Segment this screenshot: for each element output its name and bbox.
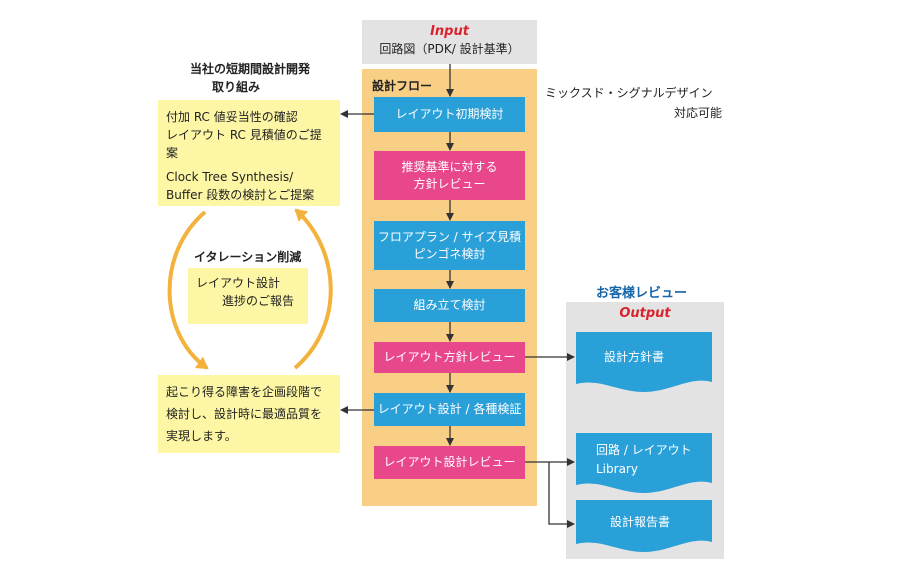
flow-step-initial-layout-study: レイアウト初期検討: [374, 97, 525, 132]
flow-step-assembly-study: 組み立て検討: [374, 289, 525, 322]
report-document-shape: [576, 500, 712, 552]
customer-review-title: お客様レビュー: [596, 286, 688, 301]
policy-document-shape: [576, 332, 712, 392]
design-flow-title: 設計フロー: [372, 79, 433, 93]
progress-report-box: レイアウト設計 進捗のご報告: [188, 268, 308, 324]
iteration-arrow-down: [167, 210, 209, 370]
rc-estimate-line3: Clock Tree Synthesis/: [166, 170, 294, 184]
early-risk-line2: 検討し、設計時に最適品質を: [166, 407, 323, 421]
progress-report-line2: 進捗のご報告: [222, 294, 295, 308]
early-risk-line3: 実現します。: [166, 429, 237, 443]
rc-estimate-line4: Buffer 段数の検討とご提案: [166, 188, 315, 202]
rc-estimate-line2: レイアウト RC 見積値のご提案: [166, 128, 322, 160]
early-risk-line1: 起こり得る障害を企画段階で: [166, 385, 323, 399]
approach-title-line2: 取り組み: [211, 80, 260, 94]
mixed-signal-note-line1: ミックスド・シグナルデザイン: [545, 86, 713, 100]
input-title: Input: [430, 24, 469, 39]
mixed-signal-note-line2: 対応可能: [674, 106, 723, 120]
input-box: Input 回路図（PDK/ 設計基準）: [362, 20, 537, 64]
policy-document-label: 設計方針書: [604, 350, 665, 364]
rc-estimate-box: 付加 RC 値妥当性の確認 レイアウト RC 見積値のご提案 Clock Tre…: [158, 100, 340, 206]
iteration-reduction-label: イタレーション削減: [194, 250, 302, 264]
approach-title-line1: 当社の短期間設計開発: [189, 62, 310, 76]
iteration-arrow-up: [293, 208, 333, 370]
rc-estimate-line1: 付加 RC 値妥当性の確認: [166, 110, 298, 124]
flow-step-layout-design-review: レイアウト設計レビュー: [374, 446, 525, 479]
flow-step-floorplan-size-estimate: フロアプラン / サイズ見積 ピンゴネ検討: [374, 221, 525, 270]
early-risk-box: 起こり得る障害を企画段階で 検討し、設計時に最適品質を 実現します。: [158, 375, 340, 453]
output-documents: [576, 332, 712, 552]
library-document-label-line2: Library: [596, 462, 638, 476]
library-document-label-line1: 回路 / レイアウト: [596, 443, 692, 457]
iteration-cycle: [167, 208, 333, 370]
library-document-shape: [576, 433, 712, 493]
flow-step-layout-design-verification: レイアウト設計 / 各種検証: [374, 393, 525, 426]
flow-step-guideline-policy-review: 推奨基準に対する 方針レビュー: [374, 151, 525, 200]
arrow-to-report-document: [548, 462, 575, 528]
progress-report-line1: レイアウト設計: [196, 276, 281, 290]
flow-step-layout-policy-review: レイアウト方針レビュー: [374, 342, 525, 373]
output-title: Output: [619, 306, 671, 321]
report-document-label: 設計報告書: [610, 515, 671, 529]
input-subtitle: 回路図（PDK/ 設計基準）: [379, 42, 520, 56]
